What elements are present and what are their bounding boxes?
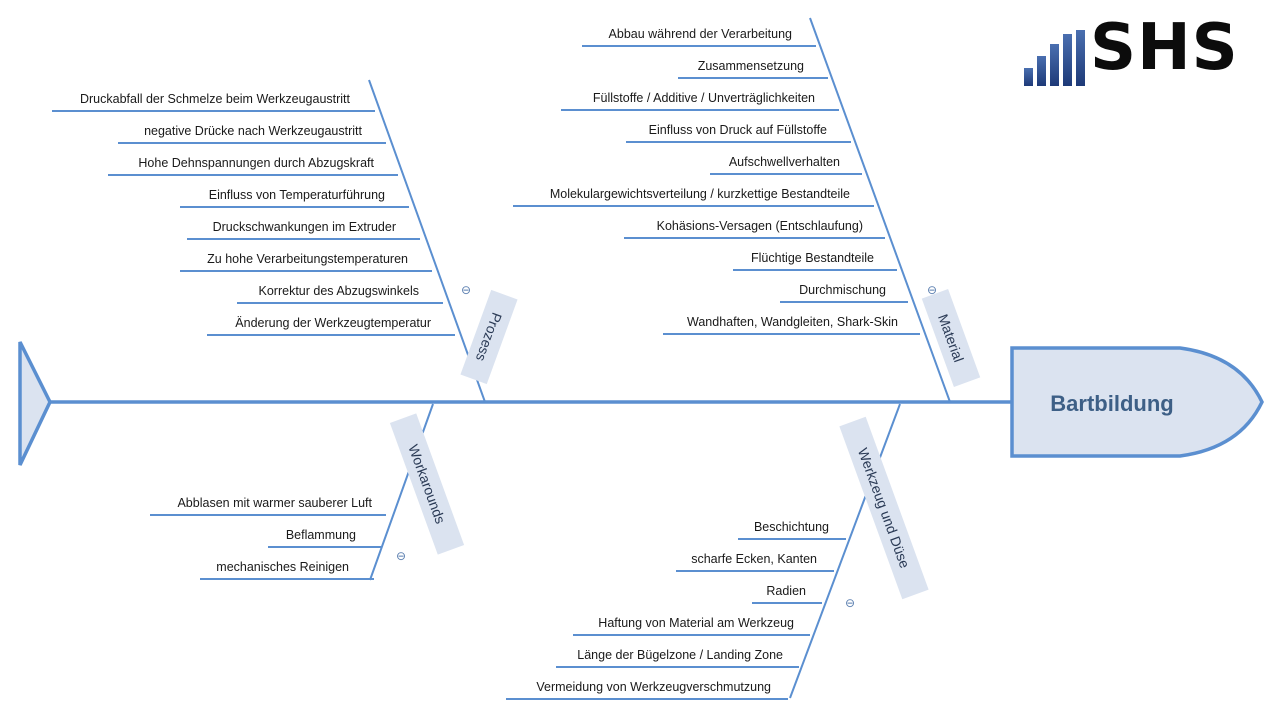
cause-item[interactable]: Vermeidung von Werkzeugverschmutzung <box>536 680 771 694</box>
cause-item[interactable]: negative Drücke nach Werkzeugaustritt <box>144 124 362 138</box>
category-box-prozess[interactable]: Prozess <box>460 289 518 385</box>
logo-bar-icon <box>1063 34 1072 86</box>
cause-group-material: Abbau während der Verarbeitung Zusammens… <box>513 27 920 335</box>
cause-item[interactable]: Abbau während der Verarbeitung <box>609 27 793 41</box>
logo-bar-icon <box>1037 56 1046 86</box>
effect-head[interactable] <box>1010 346 1264 458</box>
fish-tail <box>18 341 52 466</box>
cause-item[interactable]: Kohäsions-Versagen (Entschlaufung) <box>657 219 863 233</box>
cause-item[interactable]: Zusammensetzung <box>698 59 804 73</box>
cause-item[interactable]: Einfluss von Druck auf Füllstoffe <box>649 123 827 137</box>
bone-werkzeug <box>789 403 901 699</box>
logo-text: SHS <box>1090 11 1239 85</box>
cause-item[interactable]: Einfluss von Temperaturführung <box>209 188 385 202</box>
cause-item[interactable]: Zu hohe Verarbeitungstemperaturen <box>207 252 408 266</box>
cause-item[interactable]: Änderung der Werkzeugtemperatur <box>235 316 431 330</box>
cause-group-workarounds: Abblasen mit warmer sauberer Luft Beflam… <box>150 496 386 580</box>
minus-circle-icon[interactable]: ⊖ <box>461 283 471 297</box>
logo-bar-icon <box>1024 68 1033 86</box>
cause-item[interactable]: Molekulargewichtsverteilung / kurzkettig… <box>550 187 850 201</box>
category-box-material[interactable]: Material <box>921 289 981 387</box>
bone-material <box>809 17 951 403</box>
cause-item[interactable]: Länge der Bügelzone / Landing Zone <box>577 648 783 662</box>
minus-circle-icon[interactable]: ⊖ <box>927 283 937 297</box>
logo-bar-icon <box>1076 30 1085 86</box>
cause-group-prozess: Druckabfall der Schmelze beim Werkzeugau… <box>52 92 455 336</box>
cause-group-werkzeug: Beschichtung scharfe Ecken, Kanten Radie… <box>506 520 846 700</box>
bone-prozess <box>368 79 486 403</box>
effect-label: Bartbildung <box>1050 391 1173 416</box>
cause-item[interactable]: Radien <box>766 584 806 598</box>
minus-circle-icon[interactable]: ⊖ <box>396 549 406 563</box>
cause-item[interactable]: Wandhaften, Wandgleiten, Shark-Skin <box>687 315 898 329</box>
cause-item[interactable]: Aufschwellverhalten <box>729 155 840 169</box>
cause-item[interactable]: Beschichtung <box>754 520 829 534</box>
minus-circle-icon[interactable]: ⊖ <box>845 596 855 610</box>
cause-item[interactable]: Haftung von Material am Werkzeug <box>598 616 794 630</box>
cause-item[interactable]: Flüchtige Bestandteile <box>751 251 874 265</box>
cause-item[interactable]: Druckschwankungen im Extruder <box>213 220 396 234</box>
category-box-workarounds[interactable]: Workarounds <box>389 413 465 555</box>
cause-item[interactable]: mechanisches Reinigen <box>216 560 349 574</box>
cause-item[interactable]: Korrektur des Abzugswinkels <box>259 284 420 298</box>
logo-bar-icon <box>1050 44 1059 86</box>
cause-item[interactable]: Beflammung <box>286 528 356 542</box>
cause-item[interactable]: Durchmischung <box>799 283 886 297</box>
cause-item[interactable]: scharfe Ecken, Kanten <box>691 552 817 566</box>
cause-item[interactable]: Füllstoffe / Additive / Unverträglichkei… <box>593 91 815 105</box>
cause-item[interactable]: Abblasen mit warmer sauberer Luft <box>177 496 372 510</box>
cause-item[interactable]: Hohe Dehnspannungen durch Abzugskraft <box>138 156 374 170</box>
cause-item[interactable]: Druckabfall der Schmelze beim Werkzeugau… <box>80 92 351 106</box>
category-label-werkzeug: Werkzeug und Düse <box>855 446 913 571</box>
shs-logo: SHS <box>1024 16 1249 86</box>
